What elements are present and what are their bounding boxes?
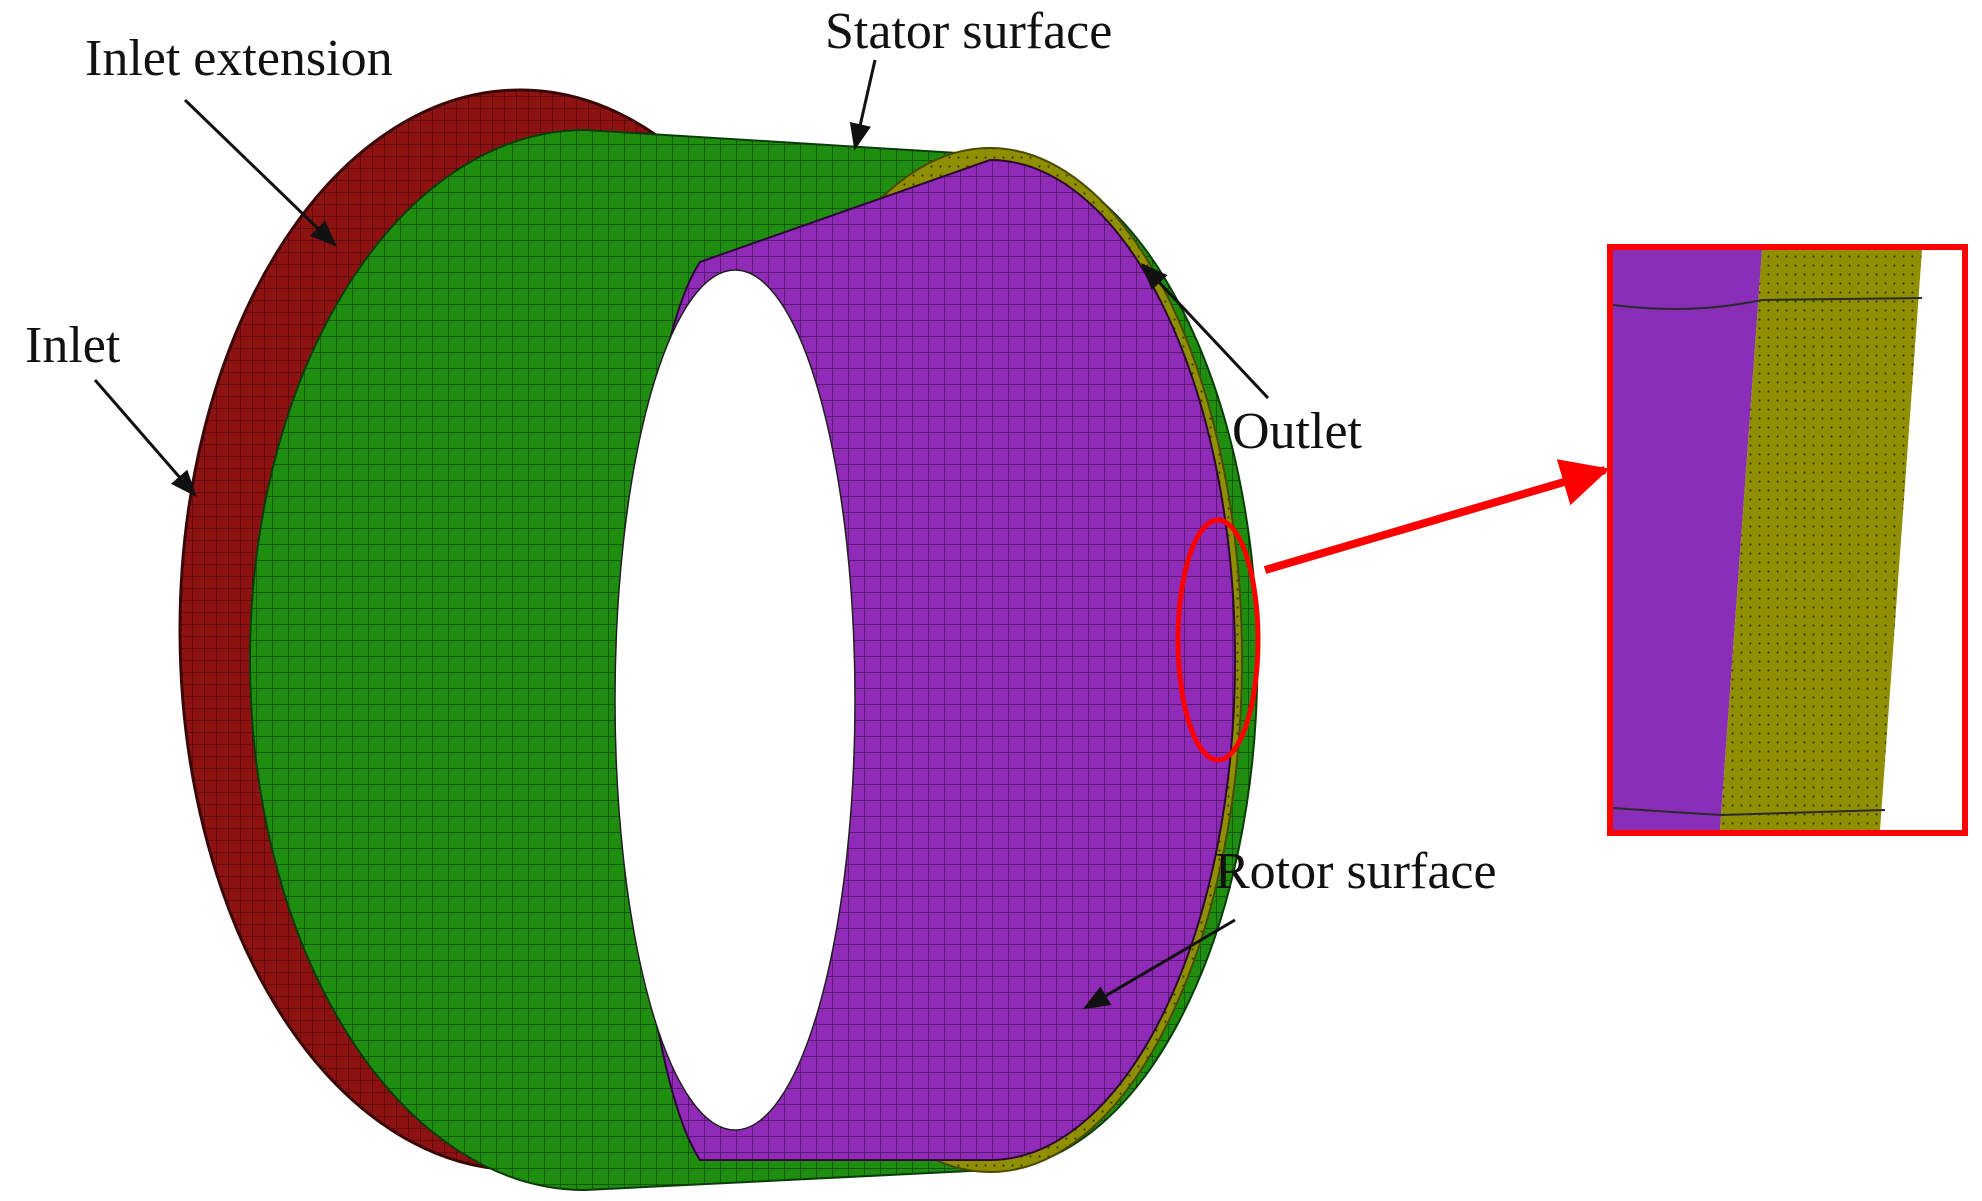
arrow-rotor-surface [1082, 918, 1236, 1010]
arrow-outlet [1141, 263, 1270, 400]
label-outlet: Outlet [1232, 403, 1363, 460]
label-inlet-extension: Inlet extension [85, 30, 393, 87]
arrow-inlet [93, 379, 197, 498]
label-stator-surface: Stator surface [825, 3, 1112, 60]
zoom-detail-box [1607, 244, 1968, 836]
arrow-inlet-extension [183, 98, 337, 247]
callout-arrow [1263, 459, 1610, 574]
label-rotor-surface: Rotor surface [1215, 843, 1497, 900]
callout-ellipse [1175, 517, 1261, 763]
rotor-surface-inner-wall [614, 158, 1236, 1161]
label-inlet: Inlet [25, 317, 121, 374]
arrow-stator-surface [849, 59, 877, 151]
